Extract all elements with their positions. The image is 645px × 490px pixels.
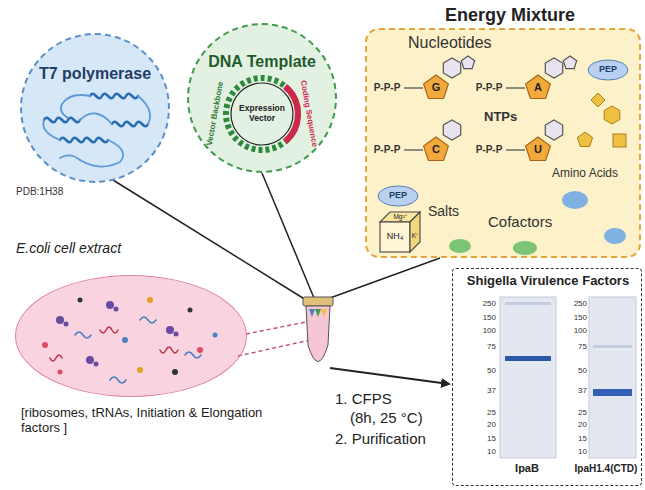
label-text: 75 bbox=[561, 342, 587, 351]
label-text: Nucleotides bbox=[408, 34, 518, 52]
label-text: Cofactors bbox=[488, 213, 573, 230]
node-title: Energy Mixture bbox=[445, 5, 615, 26]
label-text: 20 bbox=[561, 420, 587, 429]
label-text: Expression Vector bbox=[237, 104, 287, 124]
label-text: PDB:1H38 bbox=[16, 186, 96, 198]
label-text: 100 bbox=[561, 326, 587, 335]
label-text: 50 bbox=[470, 366, 496, 375]
label-text: 15 bbox=[470, 434, 496, 443]
label-text: 15 bbox=[561, 434, 587, 443]
label-text: 37 bbox=[561, 386, 587, 395]
label-text: C bbox=[430, 143, 442, 156]
label-text: IpaB bbox=[502, 462, 552, 475]
node-title: E.coli cell extract bbox=[16, 240, 206, 256]
node-title: T7 polymerase bbox=[27, 65, 163, 83]
label-text: NH₄ bbox=[381, 231, 409, 241]
label-text: PEP bbox=[593, 64, 623, 74]
label-text: 250 bbox=[470, 299, 496, 308]
label-text: U bbox=[532, 143, 544, 156]
template-circle: DNA Template bbox=[187, 23, 337, 173]
label-text: 10 bbox=[561, 447, 587, 456]
product-box: Shigella Virulence Factors bbox=[452, 268, 642, 486]
label-text: 150 bbox=[561, 313, 587, 322]
node-body: [ribosomes, tRNAs, Initiation & Elongati… bbox=[21, 406, 283, 436]
label-text: 75 bbox=[470, 342, 496, 351]
label-text: Mg²⁺ bbox=[388, 213, 412, 220]
label-text: 25 bbox=[561, 408, 587, 417]
label-text: NTPs bbox=[484, 110, 534, 125]
label-text: P-P-P bbox=[472, 144, 506, 156]
label-text: 250 bbox=[561, 299, 587, 308]
label-text: Amino Acids bbox=[552, 167, 638, 181]
label-text: 37 bbox=[470, 386, 496, 395]
label-text: 1. CFPS bbox=[335, 390, 435, 407]
label-text: (8h, 25 °C) bbox=[350, 409, 450, 426]
label-text: G bbox=[430, 81, 442, 94]
label-text: 25 bbox=[470, 408, 496, 417]
polymerase-circle: T7 polymerase bbox=[20, 33, 170, 183]
label-text: K⁺ bbox=[408, 232, 422, 239]
label-text: IpaH1.4(CTD) bbox=[571, 463, 641, 475]
label-text: 2. Purification bbox=[335, 430, 455, 447]
label-text: 100 bbox=[470, 326, 496, 335]
label-text: 150 bbox=[470, 313, 496, 322]
node-title: DNA Template bbox=[194, 53, 330, 71]
label-text: Salts bbox=[428, 203, 478, 219]
label-text: A bbox=[532, 81, 544, 94]
cell-extract-ellipse: E.coli cell extract[ribosomes, tRNAs, In… bbox=[15, 275, 247, 397]
label-text: 20 bbox=[470, 420, 496, 429]
label-text: P-P-P bbox=[472, 82, 506, 94]
label-text: PEP bbox=[383, 190, 413, 200]
label-text: 50 bbox=[561, 366, 587, 375]
label-text: P-P-P bbox=[370, 82, 404, 94]
label-text: 10 bbox=[470, 447, 496, 456]
label-text: P-P-P bbox=[370, 144, 404, 156]
node-title: Shigella Virulence Factors bbox=[457, 274, 639, 289]
